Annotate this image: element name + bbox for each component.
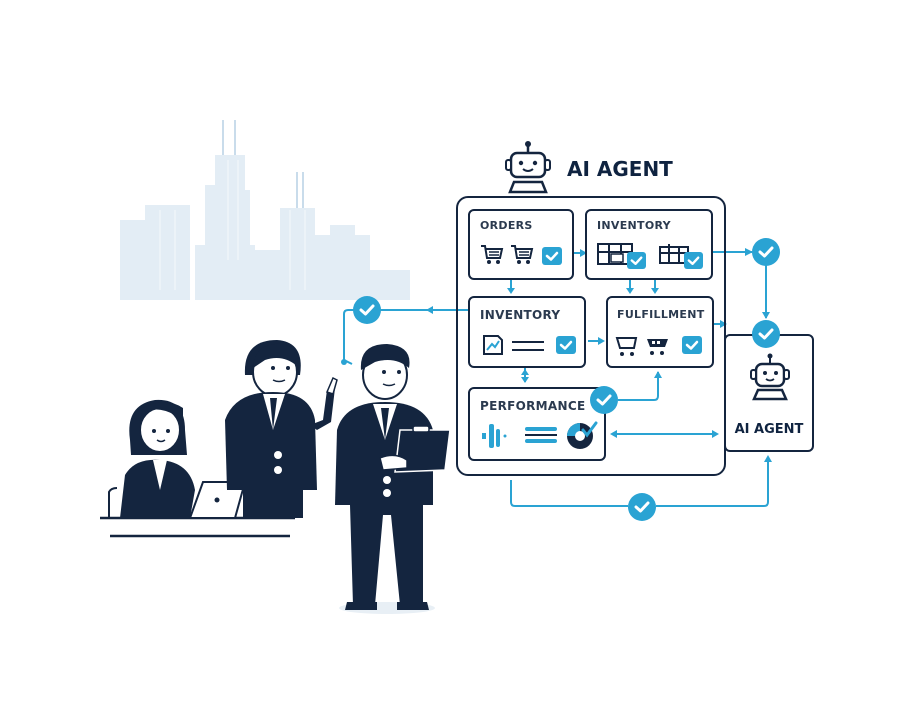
module-orders[interactable]: ORDERS xyxy=(468,209,574,280)
module-inventory-tracking[interactable]: INVENTORY xyxy=(468,296,586,368)
checkmark-icon xyxy=(590,386,618,414)
ai-agent-label: AI AGENT xyxy=(734,422,804,437)
package-icon xyxy=(659,244,689,264)
checkmark-icon xyxy=(752,320,780,348)
checkmark-icon xyxy=(556,336,576,354)
module-label: INVENTORY xyxy=(597,219,671,232)
checkmark-icon xyxy=(684,252,703,269)
module-label: FULFILLMENT xyxy=(617,308,705,321)
list-lines xyxy=(512,349,544,351)
ai-agent-title: AI AGENT xyxy=(567,157,673,181)
checkmark-icon xyxy=(627,252,646,269)
module-performance[interactable]: PERFORMANCE xyxy=(468,387,606,461)
checkmark-icon xyxy=(353,296,381,324)
checkmark-icon xyxy=(628,493,656,521)
chart-icon xyxy=(483,335,503,355)
robot-icon xyxy=(750,353,790,401)
module-label: PERFORMANCE xyxy=(480,399,586,413)
module-fulfillment[interactable]: FULFILLMENT xyxy=(606,296,714,368)
shopping-cart-icon xyxy=(615,337,638,356)
module-inventory[interactable]: INVENTORY xyxy=(585,209,713,280)
bar-chart-icon xyxy=(482,424,507,448)
business-team-illustration xyxy=(100,340,451,614)
checkmark-icon xyxy=(682,336,702,354)
shopping-cart-icon xyxy=(647,339,668,355)
ai-agent-panel[interactable]: AI AGENT xyxy=(724,334,814,452)
shopping-cart-icon xyxy=(481,245,504,264)
checkmark-icon xyxy=(752,238,780,266)
module-label: ORDERS xyxy=(480,219,533,232)
checkmark-icon xyxy=(542,247,562,265)
city-skyline-illustration xyxy=(120,120,410,300)
robot-icon xyxy=(505,141,551,194)
list-lines xyxy=(525,439,557,443)
donut-chart-icon xyxy=(567,421,598,449)
list-lines xyxy=(512,341,544,343)
list-lines xyxy=(525,427,557,431)
shopping-cart-icon xyxy=(511,245,534,264)
module-label: INVENTORY xyxy=(480,308,561,322)
list-lines xyxy=(525,434,557,436)
